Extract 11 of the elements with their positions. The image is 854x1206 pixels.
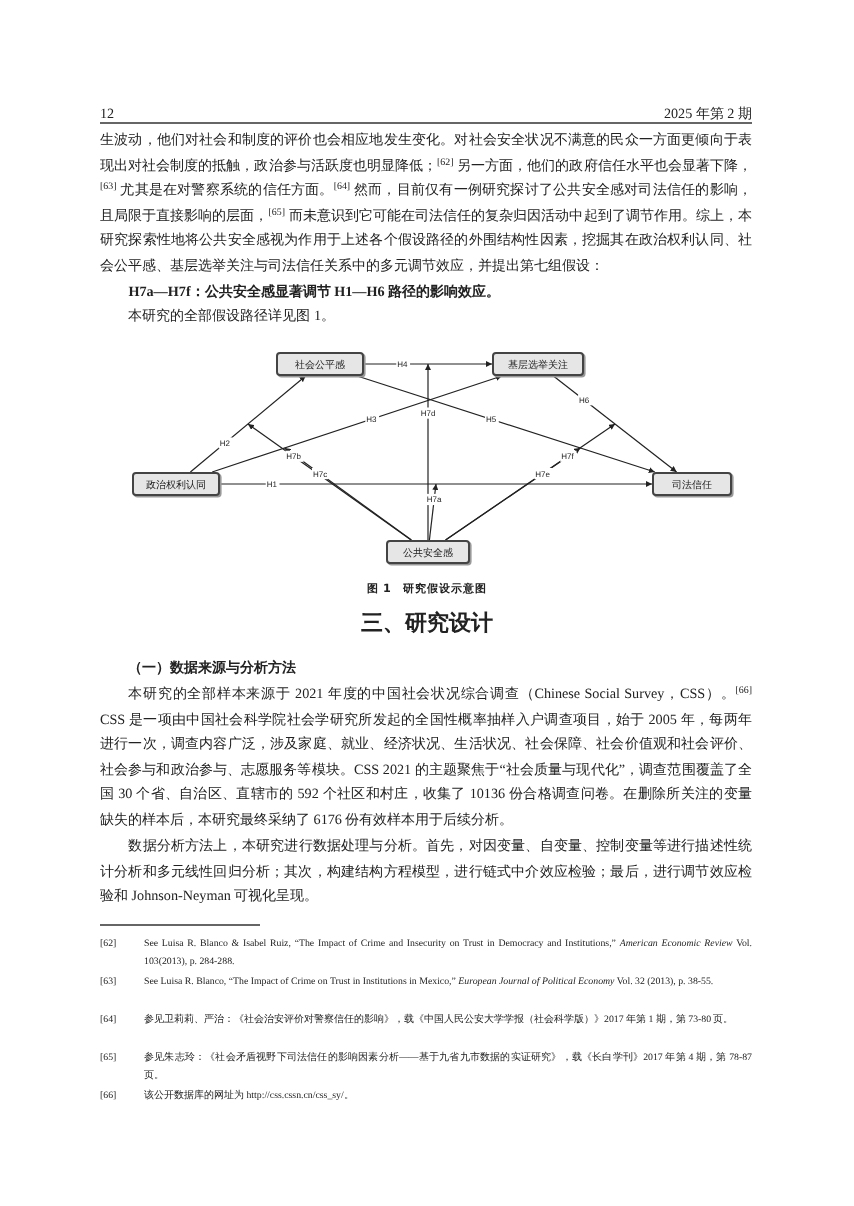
arrow — [428, 483, 439, 541]
arrow — [444, 423, 616, 541]
arrow — [425, 363, 431, 541]
arrow — [247, 423, 412, 541]
arrow — [552, 375, 678, 473]
arrow — [284, 447, 413, 541]
arrow — [211, 375, 503, 473]
section-heading: 三、研究设计 — [361, 612, 493, 638]
arrow — [219, 481, 653, 487]
arrow — [189, 375, 307, 473]
arrow — [363, 361, 493, 367]
